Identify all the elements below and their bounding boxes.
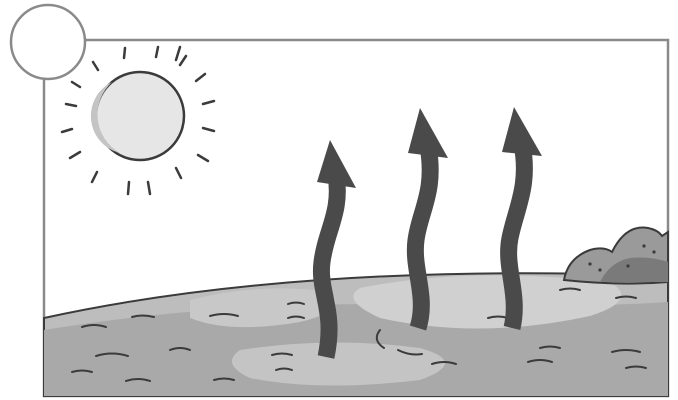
evaporation-arrow <box>312 173 346 359</box>
arrowhead <box>317 140 356 188</box>
evaporation-arrow <box>406 144 439 331</box>
arrowhead <box>408 108 448 158</box>
hills-icon <box>562 226 669 285</box>
arrowhead <box>502 107 542 156</box>
evaporation-arrow-icon <box>312 142 533 359</box>
arrowheads <box>317 107 542 188</box>
circle-badge <box>9 3 87 81</box>
evaporation-arrow <box>500 142 533 330</box>
sun-icon <box>60 45 216 196</box>
